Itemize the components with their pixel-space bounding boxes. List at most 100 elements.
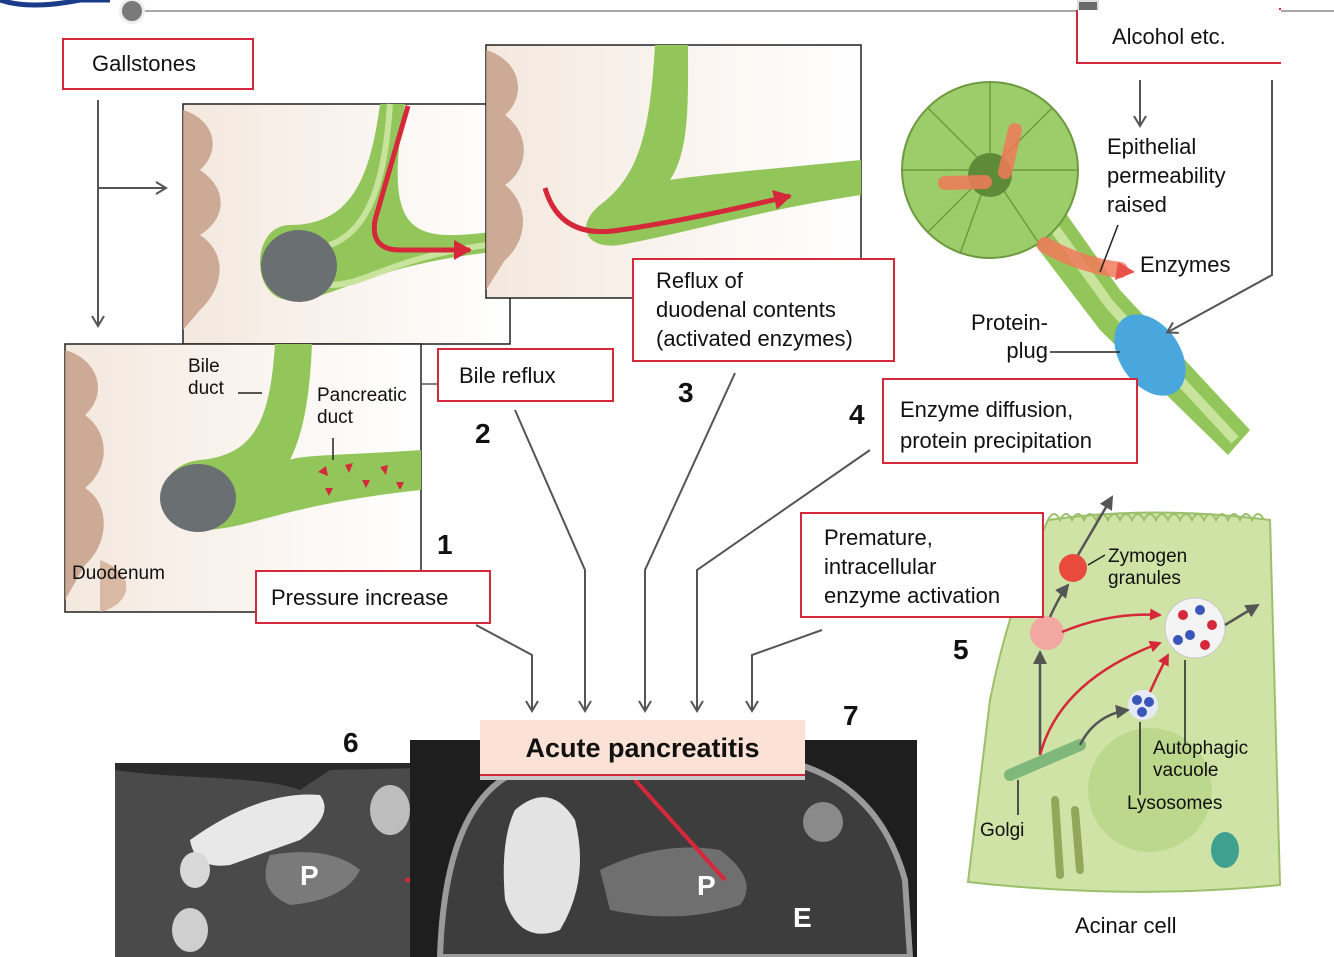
enzymes-annotation: Enzymes [1140, 252, 1231, 277]
step-number-3: 3 [678, 377, 694, 408]
protein-plug-line-1: Protein- [970, 310, 1048, 335]
gallstones-text: Gallstones [92, 51, 196, 76]
golgi-annotation: Golgi [980, 820, 1025, 841]
reflux-line-2: duodenal contents [656, 297, 836, 322]
duodenum-wall [183, 110, 221, 330]
pressure-increase-text: Pressure increase [271, 585, 449, 610]
ct-label-p-left: P [300, 860, 319, 891]
enzyme-diffusion-label: Enzyme diffusion, protein precipitation [882, 378, 1138, 464]
lysosomes-annotation: Lysosomes [1127, 793, 1223, 814]
alcohol-label: Alcohol etc. [1076, 10, 1281, 64]
golgi [1004, 739, 1086, 781]
cell-pathways [1033, 495, 1260, 756]
diffusion-line-2: protein precipitation [900, 428, 1093, 453]
zymogen-granule [1030, 616, 1064, 650]
pancreatic-duct-line-2: duct [317, 407, 353, 428]
title-pointer-line [633, 778, 727, 882]
duodenal-reflux-arrow [542, 187, 792, 235]
autophagic-annotation: Autophagic vacuole [1153, 738, 1248, 782]
premature-line-1: Premature, [824, 525, 933, 550]
slider-handle-circle[interactable] [119, 0, 145, 24]
duodenum-wall [65, 350, 104, 600]
bile-duct-line-1: Bile [188, 356, 220, 377]
gallstones-label: Gallstones [62, 38, 254, 90]
enzymes-arrowhead [1115, 262, 1135, 280]
ct-vessel [172, 908, 208, 952]
protein-plug [1114, 314, 1186, 396]
step-number-5: 5 [953, 634, 969, 665]
duodenum-wall [486, 50, 524, 290]
step-number-4: 4 [849, 399, 865, 430]
gallstone [261, 230, 337, 302]
zymogen-line-1: Zymogen [1108, 546, 1188, 567]
step-number-6: 6 [343, 727, 359, 758]
zymogen-line-2: granules [1108, 568, 1181, 589]
protein-plug-annotation: Protein- plug [958, 309, 1048, 365]
epithelial-leader [1099, 224, 1119, 273]
ct-bowel [370, 785, 410, 835]
acinus-illustration [901, 81, 1250, 455]
epithelial-line-1: Epithelial [1107, 134, 1197, 159]
ct-liver [503, 797, 580, 934]
duodenum-annotation: Duodenum [72, 563, 165, 584]
vacuole-contents [1173, 605, 1217, 650]
cell-leaders [1017, 554, 1186, 815]
epithelial-annotation: Epithelial permeability raised [1107, 132, 1226, 219]
ct-vessel [180, 852, 210, 888]
mitochondrion [1211, 832, 1239, 868]
pancreatic-duct-annotation: Pancreatic duct [317, 385, 407, 429]
step-number-1: 1 [437, 529, 453, 560]
acinar-cell-illustration [966, 495, 1282, 893]
bile-reflux-label: Bile reflux [437, 348, 614, 402]
bile-reflux-text: Bile reflux [459, 363, 556, 388]
duodenum-fold [100, 560, 127, 612]
alcohol-text: Alcohol etc. [1112, 24, 1226, 49]
microvilli [1047, 513, 1265, 523]
converging-arrows [475, 372, 871, 713]
ct-bright-region [190, 794, 325, 866]
reflux-line-1: Reflux of [656, 268, 743, 293]
duct-green [586, 45, 861, 246]
autophagic-line-2: vacuole [1153, 760, 1219, 781]
autophagic-line-1: Autophagic [1153, 738, 1249, 759]
rough-er [1051, 796, 1084, 879]
ct-pancreas [265, 852, 360, 905]
nucleus [1088, 728, 1212, 852]
step-number-7: 7 [843, 700, 859, 731]
ct-kidney [803, 802, 843, 842]
protein-plug-line-2: plug [1006, 338, 1048, 363]
ct-label-p-right: P [697, 870, 716, 901]
gallstones-arrows [91, 100, 168, 328]
premature-label: Premature, intracellular enzyme activati… [800, 512, 1044, 618]
bile-reflux-arrow [371, 105, 472, 260]
panel-duodenal-reflux [485, 44, 862, 299]
lysosome-contents [1132, 695, 1154, 717]
ct-scan-right [410, 740, 917, 957]
ct-label-e-right: E [793, 902, 812, 933]
acinar-cell-annotation: Acinar cell [1075, 913, 1177, 938]
pressure-increase-label: Pressure increase [255, 570, 491, 624]
permeability-arrow [938, 175, 992, 190]
diffusion-line-1: Enzyme diffusion, [900, 397, 1074, 422]
pancreatic-duct-line-1: Pancreatic [317, 385, 407, 406]
zymogen-granule [1059, 554, 1087, 582]
panel-pressure [64, 343, 422, 613]
epithelial-line-2: permeability [1107, 163, 1226, 188]
ct-scan-left [115, 763, 472, 957]
acute-pancreatitis-title: Acute pancreatitis [480, 720, 805, 776]
gallstone [160, 464, 236, 532]
pressure-arrows [318, 463, 404, 496]
panel-gallstone-top [182, 103, 511, 345]
premature-line-3: enzyme activation [824, 583, 1001, 608]
step-number-2: 2 [475, 418, 491, 449]
bile-duct-line-2: duct [188, 378, 224, 399]
bile-duct-annotation: Bile duct [188, 356, 224, 400]
logo-fragment [0, 0, 110, 8]
permeability-arrow [998, 123, 1022, 179]
epithelial-line-3: raised [1107, 192, 1167, 217]
zymogen-annotation: Zymogen granules [1108, 546, 1187, 590]
reflux-duodenal-label: Reflux of duodenal contents (activated e… [632, 258, 895, 362]
enzymes-arrow [1037, 237, 1128, 278]
premature-line-2: intracellular [824, 554, 937, 579]
